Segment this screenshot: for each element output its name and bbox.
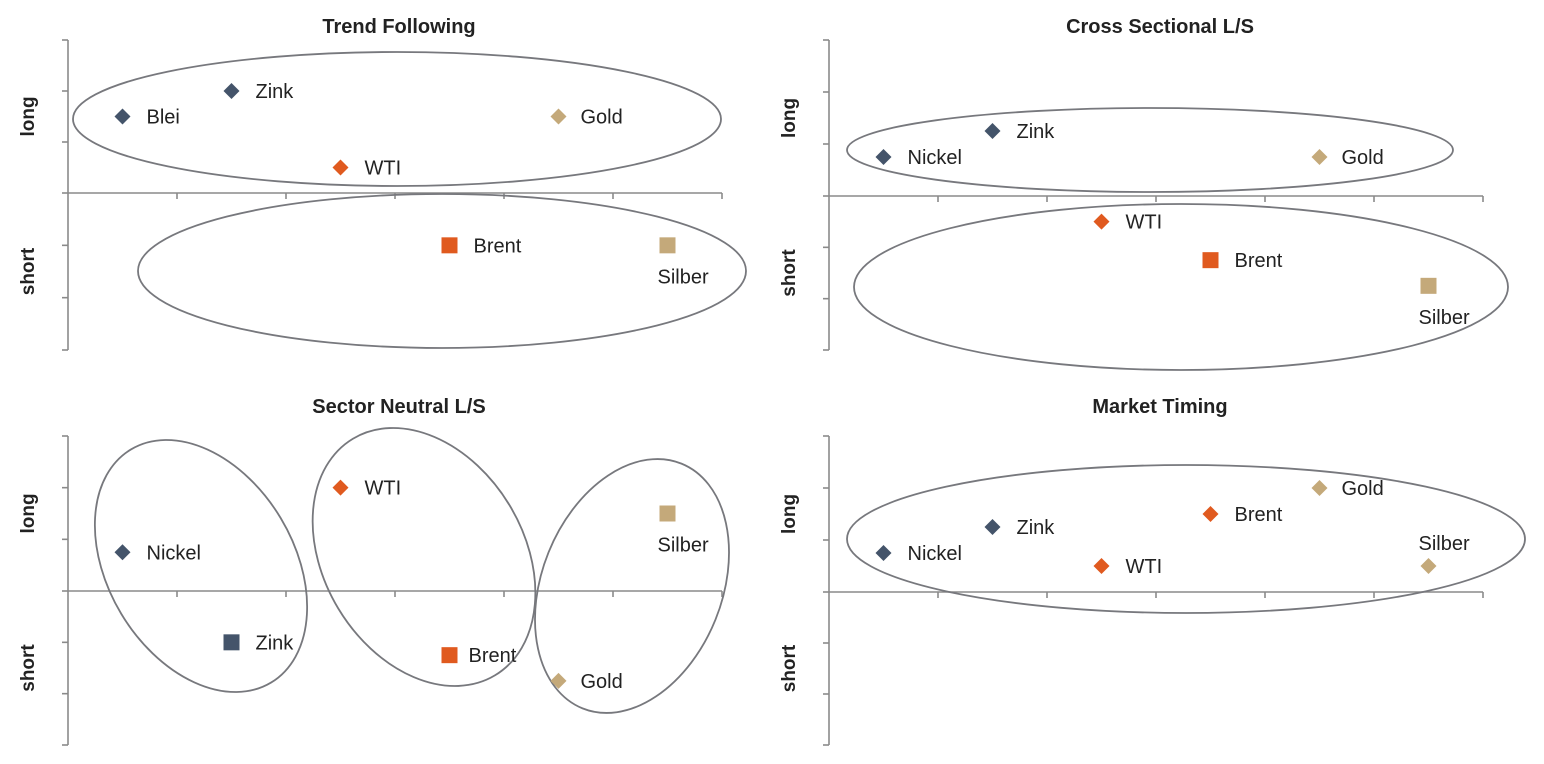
point-label-gold: Gold [581, 107, 623, 129]
group-ellipse-1 [93, 439, 309, 693]
point-label-nickel: Nickel [147, 542, 201, 564]
point-zink [984, 123, 1001, 139]
point-gold [550, 672, 567, 689]
y-label-short: short [18, 644, 39, 692]
group-ellipse-1 [846, 107, 1454, 193]
point-label-silber: Silber [658, 535, 709, 557]
point-label-zink: Zink [256, 81, 295, 103]
point-label-brent: Brent [1235, 504, 1283, 526]
panel-title: Cross Sectional L/S [1066, 16, 1254, 38]
point-label-wti: WTI [1126, 212, 1163, 234]
panel-title: Trend Following [322, 16, 475, 38]
point-label-brent: Brent [1235, 250, 1283, 272]
point-label-blei: Blei [147, 107, 180, 129]
point-label-wti: WTI [365, 478, 402, 500]
point-zink [223, 83, 240, 99]
point-label-silber: Silber [1419, 307, 1470, 329]
point-gold [550, 108, 567, 125]
point-label-gold: Gold [1342, 478, 1384, 500]
point-label-wti: WTI [365, 158, 402, 180]
group-ellipse-3 [534, 458, 730, 714]
point-wti [332, 159, 349, 176]
group-ellipse-1 [846, 464, 1526, 614]
point-silber [659, 237, 676, 254]
point-nickel [875, 149, 892, 165]
y-label-short: short [779, 644, 800, 692]
group-ellipse-2 [137, 193, 747, 349]
y-label-short: short [779, 249, 800, 297]
point-wti [1093, 558, 1110, 574]
point-brent [441, 237, 458, 254]
point-label-wti: WTI [1126, 556, 1163, 578]
point-zink [223, 634, 240, 651]
y-label-long: long [18, 493, 39, 533]
point-brent [441, 647, 458, 664]
point-label-silber: Silber [658, 266, 709, 288]
y-label-long: long [779, 98, 800, 138]
point-blei [114, 108, 131, 125]
y-label-long: long [779, 494, 800, 534]
panel-2: Cross Sectional L/S long short Nickel ZinkGo… [779, 16, 1509, 371]
point-wti [332, 479, 349, 496]
group-ellipse-2 [311, 427, 537, 687]
point-label-brent: Brent [469, 645, 517, 667]
point-label-gold: Gold [1342, 147, 1384, 169]
point-label-zink: Zink [256, 632, 295, 654]
point-silber [659, 505, 676, 522]
point-silber [1420, 558, 1437, 574]
point-label-nickel: Nickel [908, 147, 962, 169]
point-wti [1093, 213, 1110, 230]
point-label-nickel: Nickel [908, 543, 962, 565]
panel-title: Market Timing [1092, 396, 1227, 418]
point-label-silber: Silber [1419, 533, 1470, 555]
point-brent [1202, 252, 1219, 269]
panel-title: Sector Neutral L/S [312, 396, 485, 418]
point-label-zink: Zink [1017, 517, 1056, 539]
group-ellipse-1 [72, 51, 722, 187]
point-brent [1202, 506, 1219, 522]
point-label-zink: Zink [1017, 121, 1056, 143]
point-label-brent: Brent [474, 235, 522, 257]
y-label-short: short [18, 247, 39, 295]
point-nickel [875, 545, 892, 561]
group-ellipse-2 [853, 203, 1509, 371]
point-silber [1420, 277, 1437, 294]
point-gold [1311, 149, 1328, 165]
point-nickel [114, 544, 131, 561]
y-label-long: long [18, 96, 39, 136]
point-gold [1311, 480, 1328, 496]
point-label-gold: Gold [581, 671, 623, 693]
point-zink [984, 519, 1001, 535]
